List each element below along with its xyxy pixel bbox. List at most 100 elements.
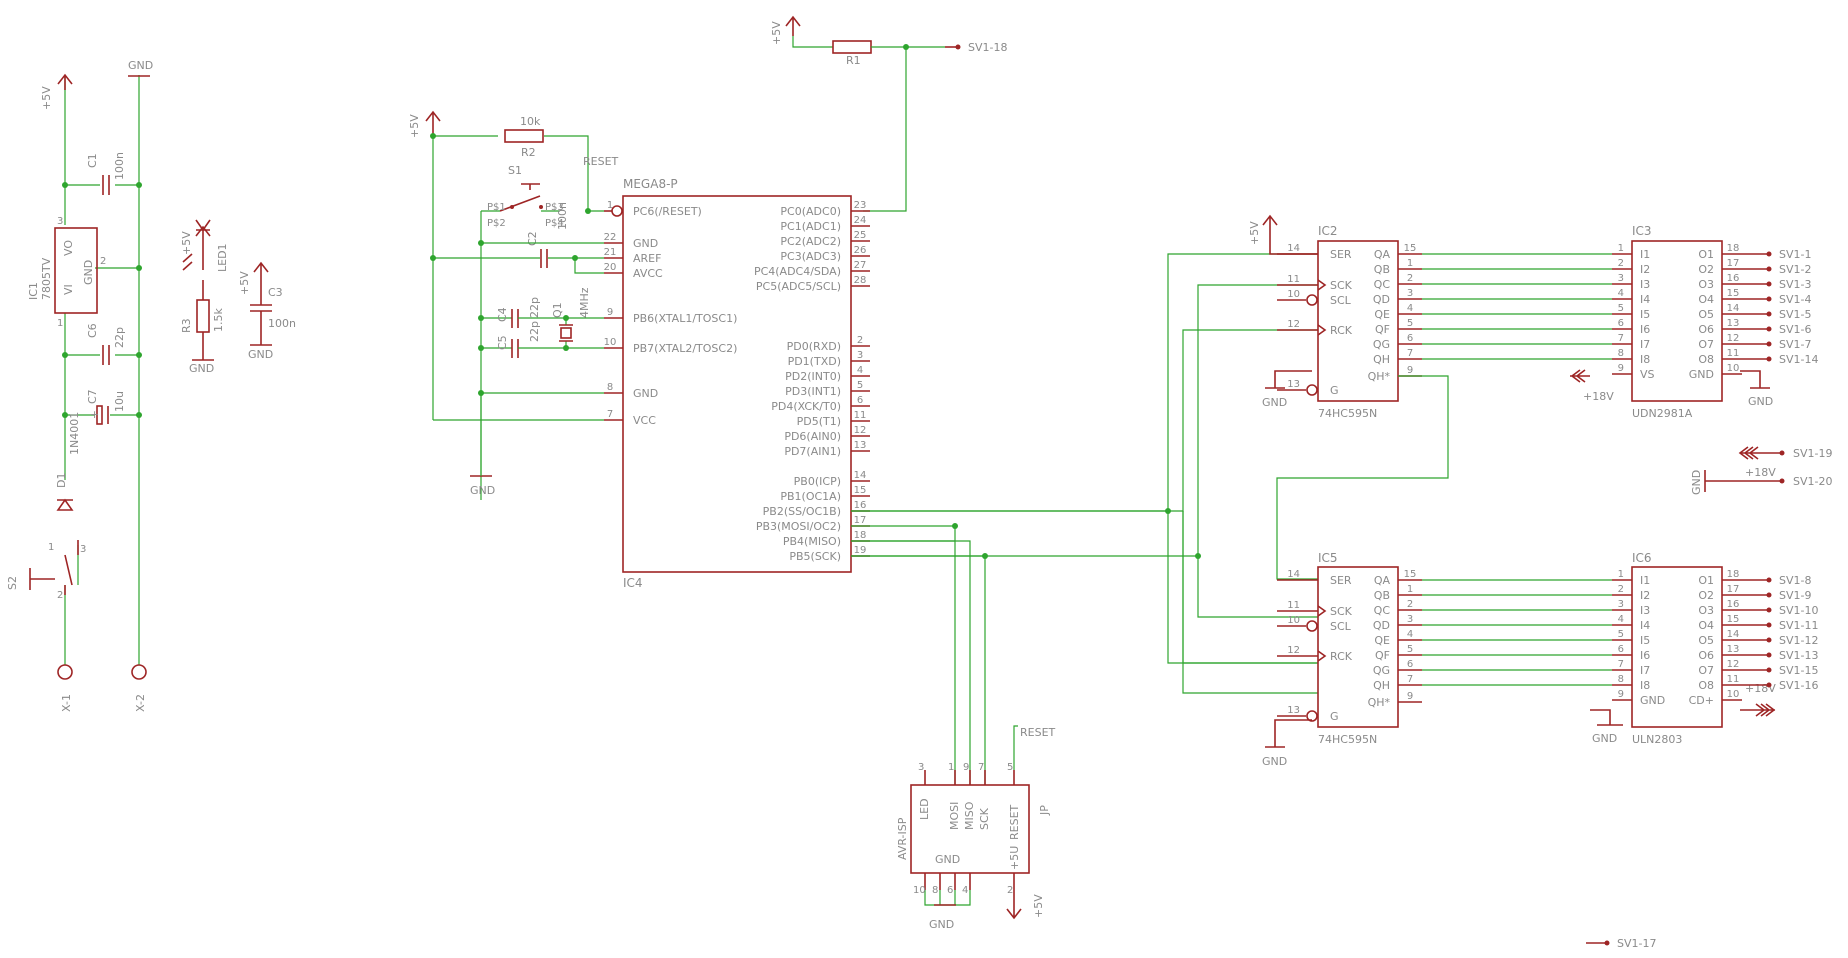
ic2-pin-label: G <box>1330 384 1339 397</box>
ic2-pin-label: QB <box>1374 263 1390 276</box>
ic3-pin-number: 11 <box>1727 348 1740 359</box>
svg-text:+18V: +18V <box>1583 390 1614 403</box>
ic4-pin-label: AREF <box>633 252 661 265</box>
svg-text:GND: GND <box>935 853 960 866</box>
ic2-pin-label: QH* <box>1368 370 1391 383</box>
led-led1: +5V LED1 <box>180 219 229 272</box>
ic4-pin-label: PC1(ADC1) <box>780 220 841 233</box>
ic4-pin-label: PB0(ICP) <box>794 475 841 488</box>
ic4-pin-number: 4 <box>857 365 863 376</box>
ic2-pin-label: RCK <box>1330 324 1353 337</box>
ic2-pin-number: 15 <box>1404 243 1417 254</box>
ic3-pin-label: O6 <box>1698 323 1714 336</box>
svg-text:C5: C5 <box>496 335 509 350</box>
svg-text:MEGA8-P: MEGA8-P <box>623 177 678 191</box>
ic6-pin-label: O6 <box>1698 649 1714 662</box>
svg-text:C4: C4 <box>496 307 509 322</box>
ic4-pin-label: PC5(ADC5/SCL) <box>756 280 841 293</box>
ic4-pin-label: PC0(ADC0) <box>780 205 841 218</box>
ic6-pin-label: O5 <box>1698 634 1714 647</box>
svg-text:22p: 22p <box>528 321 541 342</box>
ic6-pin-number: 7 <box>1618 659 1624 670</box>
ic6-pin-label: I5 <box>1640 634 1650 647</box>
ic4-pin-number: 6 <box>857 395 863 406</box>
svg-text:P$1: P$1 <box>487 202 506 213</box>
svg-text:GND: GND <box>1592 732 1617 745</box>
ic5-pin-label: QG <box>1373 664 1390 677</box>
ic5-pin-number: 10 <box>1287 615 1300 626</box>
ic4-pin-label: VCC <box>633 414 656 427</box>
ic6-pin-number: 2 <box>1618 584 1624 595</box>
ic5-pin-label: QA <box>1374 574 1391 587</box>
ic2-clock-marker <box>1317 279 1327 291</box>
svg-text:IC4: IC4 <box>623 576 643 590</box>
svg-text:10u: 10u <box>113 391 126 412</box>
ic5-pin-label: QH* <box>1368 696 1391 709</box>
ic5-pin-number: 1 <box>1407 584 1413 595</box>
ic2-pin-label: QC <box>1374 278 1391 291</box>
sv1-pin-dot <box>1766 251 1772 257</box>
ic3-pin-number: 4 <box>1618 288 1624 299</box>
ic4-pin-label: PB1(OC1A) <box>780 490 841 503</box>
ic2-pin-label: QA <box>1374 248 1391 261</box>
sv1-label: SV1-1 <box>1779 248 1811 261</box>
sv1-label: SV1-13 <box>1779 649 1818 662</box>
crystal-q1: Q1 4MHz <box>551 287 591 351</box>
supply-gnd-top: GND <box>128 59 153 77</box>
sv1-pin-dot <box>1766 592 1772 598</box>
ic5-pin-label: QF <box>1375 649 1390 662</box>
ic4-right-pins: 23PC0(ADC0)24PC1(ADC1)25PC2(ADC2)26PC3(A… <box>754 200 870 563</box>
ic5-pin-number: 9 <box>1407 691 1413 702</box>
ic2-pin-number: 10 <box>1287 289 1300 300</box>
sv1-pin-dot <box>1766 577 1772 583</box>
ic6-pin-number: 13 <box>1727 644 1740 655</box>
svg-text:+5U: +5U <box>1008 846 1021 870</box>
sv1-pin-dot <box>1766 341 1772 347</box>
svg-text:P$3: P$3 <box>545 202 564 213</box>
regulator-ic1: VO GND VI 3 2 1 IC1 7805TV <box>27 216 106 329</box>
sv1-pin-dot <box>1766 637 1772 643</box>
ic5-pin-label: SCK <box>1330 605 1353 618</box>
ic6-pin-number: 11 <box>1727 674 1740 685</box>
svg-text:+5V: +5V <box>408 114 421 138</box>
ic5-inverter-bubble <box>1306 620 1318 632</box>
svg-text:GND: GND <box>82 260 95 285</box>
svg-text:P$4: P$4 <box>545 218 564 229</box>
ic6-pin-number: 16 <box>1727 599 1740 610</box>
ic4-pin-number: 21 <box>604 247 617 258</box>
ic2-pin-number: 7 <box>1407 348 1413 359</box>
ic4-pin-label: PC6(/RESET) <box>633 205 702 218</box>
ic3-pin-number: 3 <box>1618 273 1624 284</box>
ic6-pin-label: O3 <box>1698 604 1714 617</box>
ic3-pin-label: I3 <box>1640 278 1650 291</box>
ic4-pin-number: 1 <box>607 200 613 211</box>
diode-d1: D1 1N4001 <box>55 412 81 511</box>
capacitor-c1: C1 100n <box>86 152 126 195</box>
ic4-pin-number: 14 <box>854 470 867 481</box>
ic4-pin-number: 26 <box>854 245 867 256</box>
sv1-connectors-ic3: SV1-1SV1-2SV1-3SV1-4SV1-5SV1-6SV1-7SV1-1… <box>1742 248 1818 366</box>
ic3-pin-label: O5 <box>1698 308 1714 321</box>
sv1-label: SV1-9 <box>1779 589 1811 602</box>
sv1-label: SV1-4 <box>1779 293 1811 306</box>
ic3-pin-number: 1 <box>1618 243 1624 254</box>
ic4-pin-label: PD0(RXD) <box>787 340 841 353</box>
svg-text:GND: GND <box>929 918 954 931</box>
sv1-label: SV1-7 <box>1779 338 1811 351</box>
output-bus-wires <box>1422 253 1612 686</box>
ic5-pin-number: 6 <box>1407 659 1413 670</box>
ic6-pin-label: O2 <box>1698 589 1714 602</box>
ic4-pin-number: 20 <box>604 262 617 273</box>
svg-text:GND: GND <box>248 348 273 361</box>
svg-text:1: 1 <box>57 318 63 329</box>
ic3-pin-label: I8 <box>1640 353 1650 366</box>
ic4-pin-label: PC3(ADC3) <box>780 250 841 263</box>
ic4-pin-number: 19 <box>854 545 867 556</box>
svg-text:+5V: +5V <box>180 231 193 255</box>
supply-plus5v-mcu: +5V <box>408 110 441 138</box>
